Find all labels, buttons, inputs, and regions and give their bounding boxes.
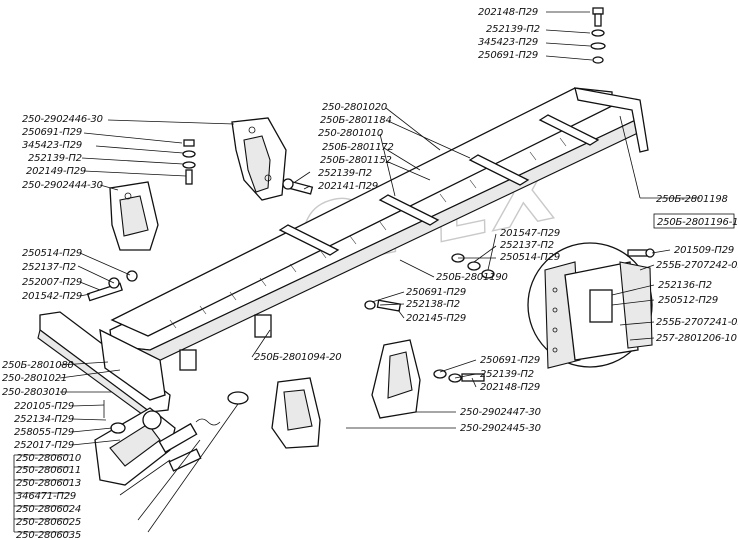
label-250-2902447-30: 250-2902447-30 [460,407,541,418]
label-202148-p29-lower: 202148-П29 [480,382,540,393]
label-258055-p29: 258055-П29 [14,427,74,438]
tow-hook-assembly [94,391,249,486]
label-250-2806035: 250-2806035 [16,530,81,540]
bolt-202141 [282,178,314,195]
bracket-2902447 [371,339,421,419]
cross-member-3 [468,154,530,186]
label-250-2806010: 250-2806010 [16,453,81,464]
label-201547-p29: 201547-П29 [500,228,560,239]
label-255b-2707242-01: 255Б-2707242-01 [656,260,738,271]
spring-bracket-1 [179,349,197,371]
bolt-set-front-left [86,270,138,302]
label-250691-p29-top: 250691-П29 [478,50,538,61]
label-252139-p2-lower: 252139-П2 [480,369,534,380]
bracket-2902445 [271,377,321,449]
label-250b-2801094-20: 250Б-2801094-20 [254,352,341,363]
label-220105-p29: 220105-П29 [14,401,74,412]
label-250691-p29-lower: 250691-П29 [480,355,540,366]
label-202145-p29: 202145-П29 [406,313,466,324]
label-252139-p2-left: 252139-П2 [28,153,82,164]
label-250b-2801198: 250Б-2801198 [656,194,728,205]
label-252137-p2-left: 252137-П2 [22,262,76,273]
label-252136-p2: 252136-П2 [658,280,712,291]
label-250b-2801196-10: 250Б-2801196-10 [657,217,738,228]
label-202149-p29: 202149-П29 [26,166,86,177]
label-250512-p29: 250512-П29 [658,295,718,306]
label-250514-p29-left: 250514-П29 [22,248,82,259]
label-252134-p29: 252134-П29 [14,414,74,425]
label-250514-p29-mid: 250514-П29 [500,252,560,263]
detail-inset-right [527,242,653,369]
label-250-2806025: 250-2806025 [16,517,81,528]
frame-assembly [37,87,649,422]
label-250-2806024: 250-2806024 [16,504,81,515]
label-250-2803010: 250-2803010 [2,387,67,398]
label-250-2902446-30: 250-2902446-30 [22,114,103,125]
label-201542-p29: 201542-П29 [22,291,82,302]
label-252139-p2-top: 252139-П2 [486,24,540,35]
bolt-201509 [627,248,655,258]
bracket-2902444 [109,181,159,251]
label-250-2801021: 250-2801021 [2,373,67,384]
label-255b-2707241-01: 255Б-2707241-01 [656,317,738,328]
label-250-2902444-30: 250-2902444-30 [22,180,103,191]
label-201509-p29: 201509-П29 [674,245,734,256]
bolt-stack-top-right [590,7,606,64]
label-252137-p2-mid: 252137-П2 [500,240,554,251]
label-257-2801206-10: 257-2801206-10 [656,333,737,344]
label-250b-2801184: 250Б-2801184 [320,115,392,126]
label-250b-2801172: 250Б-2801172 [322,142,394,153]
cross-member-2 [378,194,440,226]
label-252139-p2-mid: 252139-П2 [318,168,372,179]
label-250-2801010: 250-2801010 [318,128,383,139]
front-crossmember [99,328,166,401]
label-346471-p29: 346471-П29 [16,491,76,502]
bracket-2902446 [231,117,287,201]
label-345423-p29-top: 345423-П29 [478,37,538,48]
label-252017-p29: 252017-П29 [14,440,74,451]
label-box-250b-2801196-10 [653,213,735,229]
label-250-2902445-30: 250-2902445-30 [460,423,541,434]
label-250b-2801152: 250Б-2801152 [320,155,392,166]
leader-lines [13,11,700,533]
label-250691-p29-mid: 250691-П29 [406,287,466,298]
bolt-stack-left [182,139,196,185]
label-250-2801020: 250-2801020 [322,102,387,113]
spring-bracket-2 [254,314,272,338]
label-252138-p2: 252138-П2 [406,299,460,310]
rear-end-crossmember [574,87,649,153]
label-250b-2801080: 250Б-2801080 [2,360,74,371]
label-250b-2801190: 250Б-2801190 [436,272,508,283]
bolt-set-202145 [364,299,402,312]
cross-member-1 [278,224,340,256]
label-252007-p29: 252007-П29 [22,277,82,288]
label-250-2806011: 250-2806011 [16,465,81,476]
label-202148-p29-top: 202148-П29 [478,7,538,18]
label-250-2806013: 250-2806013 [16,478,81,489]
label-202141-p29: 202141-П29 [318,181,378,192]
label-345423-p29-left: 345423-П29 [22,140,82,151]
label-250691-p29-left: 250691-П29 [22,127,82,138]
cross-member-4 [538,114,600,146]
part-labels: 202148-П29 252139-П2 345423-П29 250691-П… [2,7,738,540]
